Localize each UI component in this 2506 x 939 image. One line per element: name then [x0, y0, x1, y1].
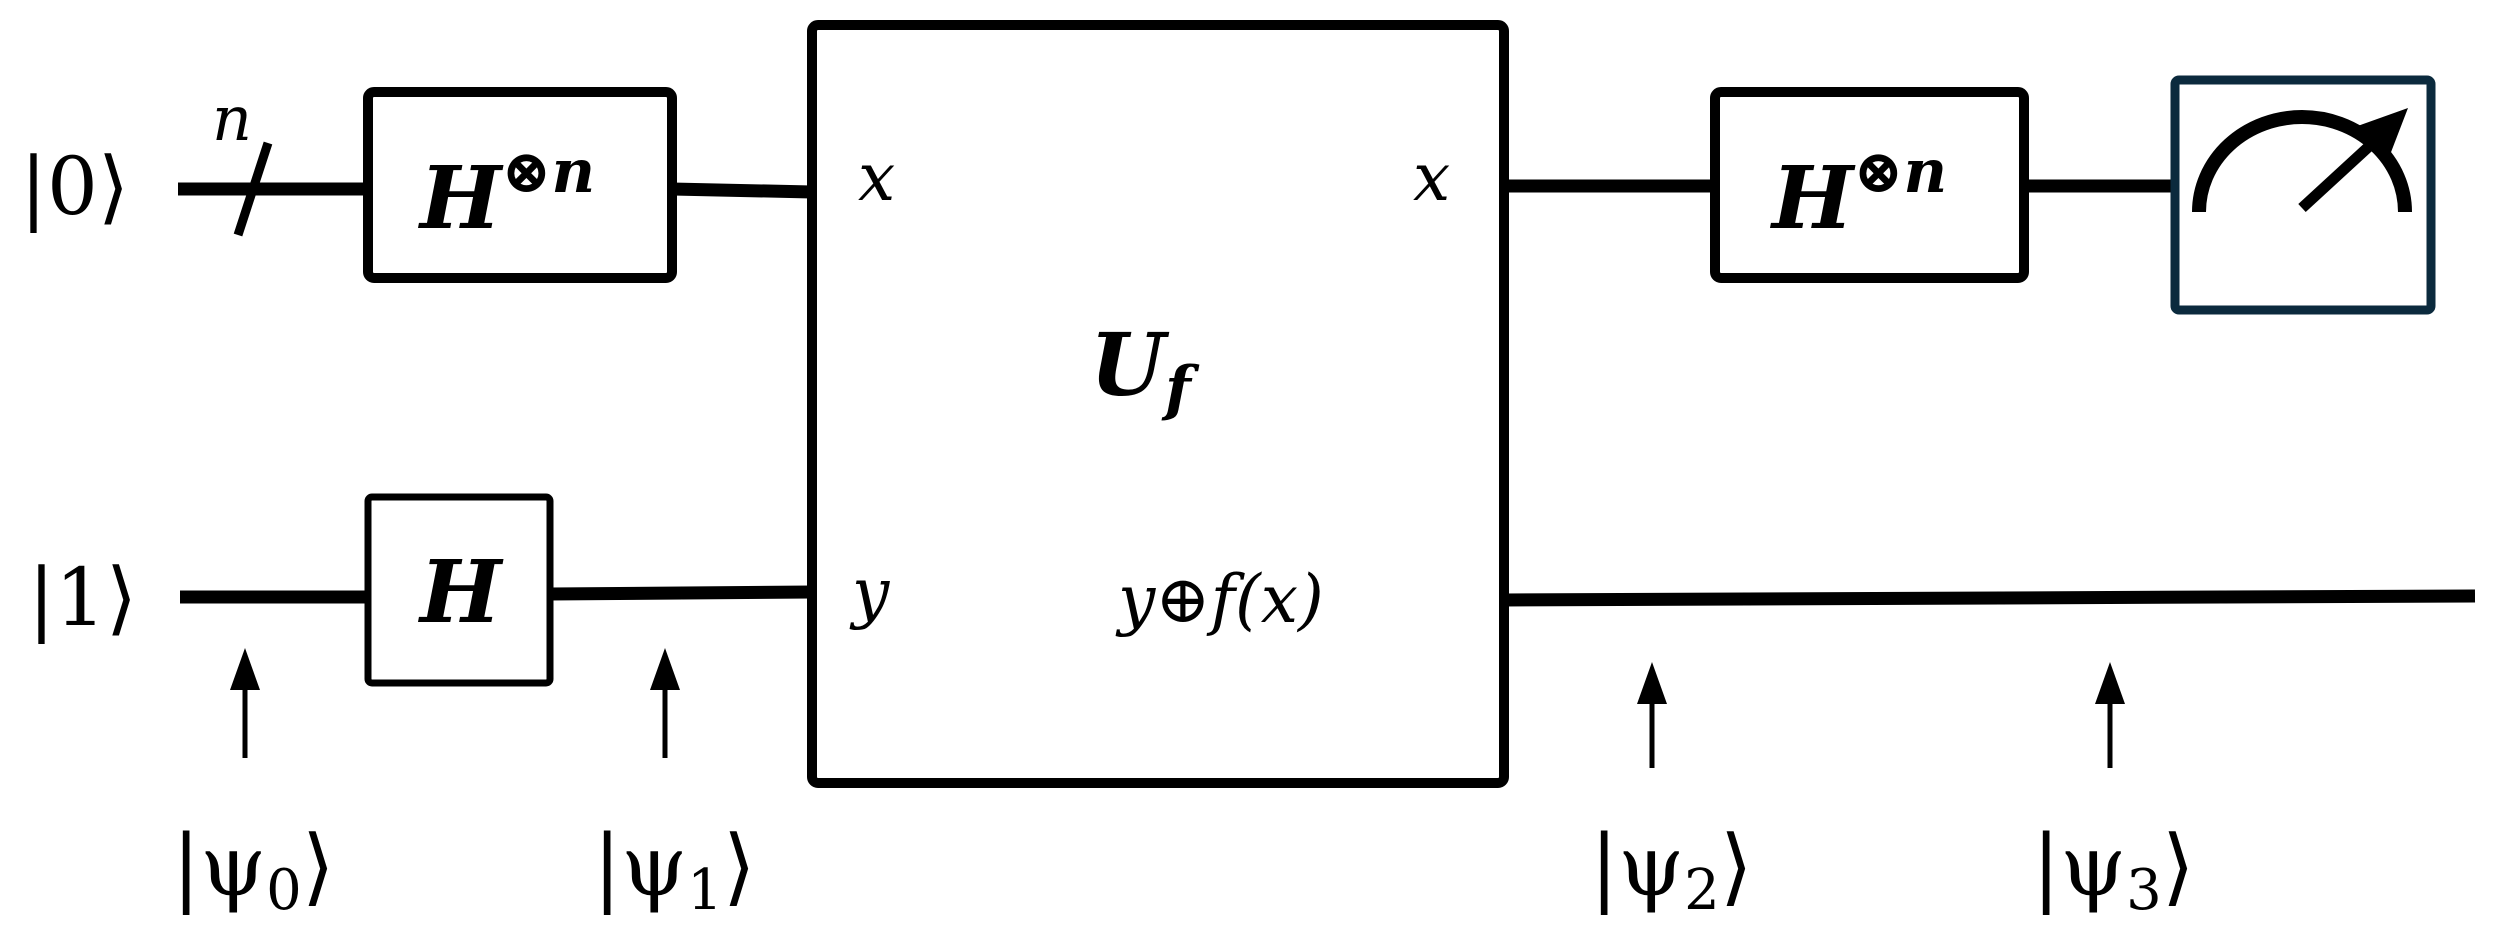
bottom-input-ket: |1⟩	[28, 551, 137, 644]
state-arrow-3	[2095, 662, 2125, 768]
meter-needle	[2298, 135, 2380, 213]
hadamard-gate	[364, 493, 554, 687]
state-arrow-1	[650, 648, 680, 758]
hadamard-gate-label: H	[417, 542, 504, 643]
top-input-ket: |0⟩	[20, 140, 129, 233]
state-label-psi1: |ψ1⟩	[593, 817, 756, 923]
oracle-input-x: x	[858, 139, 895, 216]
oracle-input-y: y	[849, 554, 890, 631]
top-wire-to-oracle	[671, 182, 813, 199]
hadamard-n-gate-left	[363, 87, 677, 283]
state-arrow-0	[230, 648, 260, 758]
oracle-box	[807, 20, 1509, 788]
oracle-output-x: x	[1413, 139, 1450, 216]
state-label-psi0: |ψ0⟩	[172, 817, 335, 923]
meter-arc	[2192, 110, 2412, 213]
oracle-output-y: y⊕f(x)	[1115, 561, 1324, 638]
hadamard-n-gate-left-label: H⊗n	[417, 137, 595, 249]
meter-needle-head	[2352, 108, 2408, 160]
register-size-label: n	[212, 82, 252, 155]
measurement-meter-icon	[2170, 75, 2436, 315]
register-slash	[233, 141, 273, 237]
state-label-psi2: |ψ2⟩	[1590, 817, 1753, 923]
hadamard-n-gate-right-label: H⊗n	[1769, 137, 1947, 249]
bottom-wire-to-oracle	[549, 585, 813, 601]
oracle-label: Uf	[1090, 315, 1200, 424]
state-arrow-2	[1637, 662, 1667, 768]
hadamard-n-gate-right	[1710, 87, 2029, 283]
bottom-wire-output	[1503, 589, 2476, 607]
state-label-psi3: |ψ3⟩	[2032, 817, 2195, 923]
